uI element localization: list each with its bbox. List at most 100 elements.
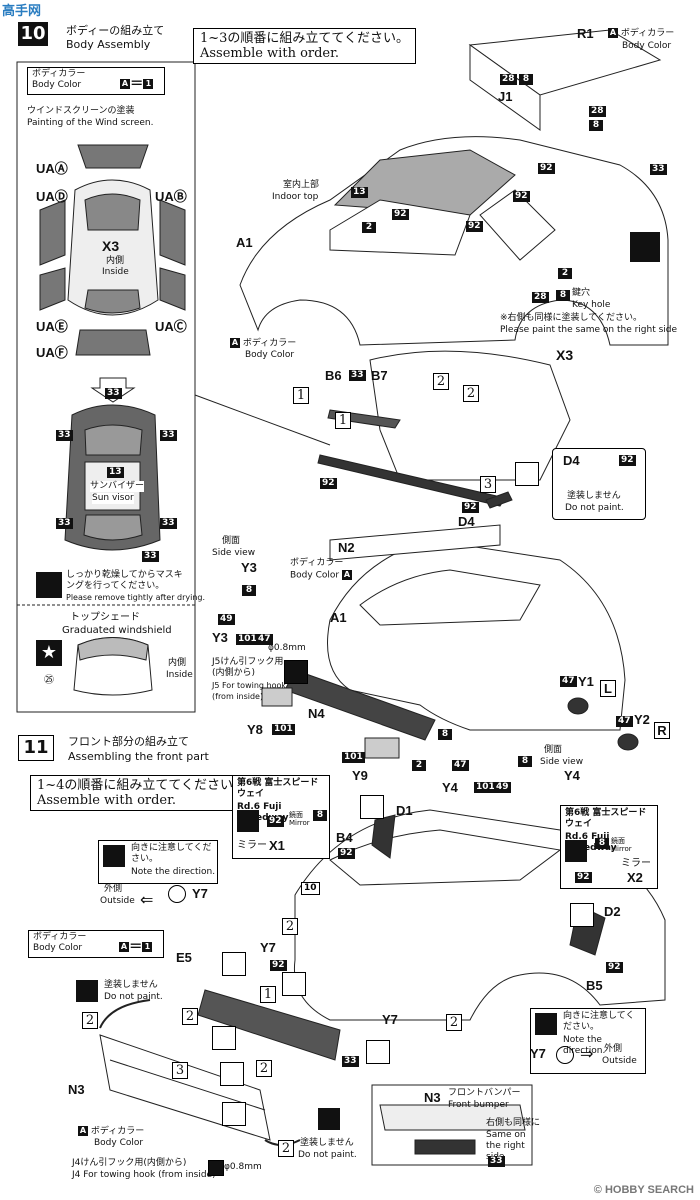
- d4-label: D4: [458, 514, 475, 529]
- n3-color-en: Body Color: [94, 1138, 144, 1148]
- glue-icon-g: [366, 1040, 390, 1064]
- part-92-x1: 92: [267, 816, 284, 827]
- part-8-n4: 8: [438, 729, 452, 740]
- direction-callout-1: 向きに注意してください。 Note the direction.: [98, 840, 218, 884]
- direction-2-jp: 向きに注意してください。: [563, 1011, 635, 1032]
- e5-label: E5: [176, 950, 192, 965]
- key-hole-jp: 鍵穴: [572, 288, 591, 298]
- y4-label: Y4: [442, 780, 458, 795]
- sunvisor-jp: サンバイザー: [90, 481, 145, 492]
- part-92-b4: 92: [338, 848, 355, 859]
- part-28-a: 28: [500, 74, 517, 85]
- brush-icon-c: [535, 1013, 557, 1035]
- a1-color-jp: A ボディカラー: [230, 338, 297, 349]
- b4-label: B4: [336, 830, 353, 845]
- part-10: 10: [301, 882, 320, 895]
- a1-label: A1: [236, 235, 253, 250]
- step10-title-en: Body Assembly: [66, 38, 151, 51]
- towing-j5-jp: J5けん引フック用(内側から): [212, 657, 284, 678]
- step-1-a: 1: [293, 387, 309, 404]
- do-not-paint-jp: 塗装しません: [567, 491, 621, 501]
- part-8-c: 8: [556, 290, 570, 301]
- part-33-top: 33: [105, 388, 122, 399]
- j1-label: J1: [498, 89, 513, 104]
- part-92-a: 92: [538, 163, 555, 174]
- part-92-d: 92: [466, 221, 483, 232]
- part-8-y4: 8: [518, 756, 532, 767]
- part-2-y9: 2: [412, 760, 426, 771]
- order-en: Assemble with order.: [200, 46, 340, 61]
- direction-jp: 向きに注意してください。: [131, 843, 212, 864]
- y7-label-c: Y7: [382, 1012, 398, 1027]
- ua-a-label: UAⒶ: [36, 161, 68, 176]
- body-color-box-11: ボディカラー Body Color A=1: [28, 930, 164, 958]
- step10-order-note: 1~3の順番に組み立ててください。 Assemble with order.: [193, 28, 417, 64]
- x3-label: X3: [556, 347, 574, 363]
- target-icon-right: [565, 840, 587, 862]
- ua-d-label: UAⒹ: [36, 189, 68, 204]
- step11-3: 3: [172, 1062, 188, 1079]
- direction-callout-2: 向きに注意してください。 Note the direction.: [530, 1008, 646, 1074]
- a1-rear-label: A1: [330, 610, 347, 625]
- part-47-y3: 47: [256, 634, 273, 645]
- part-92-x2: 92: [575, 872, 592, 883]
- y7-circle-icon-b: [556, 1046, 574, 1064]
- part-8-y3: 8: [242, 585, 256, 596]
- dry-warning-icon: [36, 572, 62, 598]
- step11-4-c: 2: [446, 1014, 462, 1031]
- do-not-paint-11b-jp: 塗装しません: [300, 1138, 354, 1148]
- part-92-wiper: 92: [320, 478, 337, 489]
- outside-en-b: Outside: [602, 1056, 637, 1066]
- inside-jp: 内側: [106, 256, 125, 266]
- ua-b-label: UAⒷ: [155, 189, 187, 204]
- part-8-x2: 8: [595, 838, 609, 849]
- body-color-11-jp: ボディカラー: [33, 932, 87, 942]
- mirror-right-jp: 鏡面: [611, 837, 625, 845]
- part-92-b: 92: [392, 209, 409, 220]
- indoor-top-jp: 室内上部: [283, 180, 320, 190]
- step10-number: 10: [18, 22, 48, 46]
- do-not-paint-en: Do not paint.: [565, 503, 624, 513]
- d1-label: D1: [396, 803, 413, 818]
- part-47-y1: 47: [560, 676, 577, 687]
- n2-color-en: Body Color A: [290, 570, 352, 581]
- step11-order-note: 1~4の順番に組み立ててください。 Assemble with order.: [30, 775, 254, 811]
- side-view-y4-jp: 側面: [544, 745, 563, 755]
- part-49-y4: 49: [494, 782, 511, 793]
- d4-callout-label: D4: [563, 453, 580, 468]
- part-33-b6: 33: [349, 370, 366, 381]
- diameter-j5: φ0.8mm: [268, 643, 306, 653]
- glue-icon-h: [220, 1062, 244, 1086]
- part-33-left: 33: [56, 430, 73, 441]
- mirror-right-en: Mirror: [611, 845, 632, 853]
- windscreen-title-jp: ウインドスクリーンの塗装: [27, 106, 135, 116]
- brand-decal-icon: [630, 232, 660, 262]
- part-28-c: 28: [532, 292, 549, 303]
- windscreen-title-en: Painting of the Wind screen.: [27, 118, 154, 128]
- glue-icon-d2: [570, 903, 594, 927]
- part-92-e5: 92: [270, 960, 287, 971]
- race-right-jp: 第6戦 富士スピードウェイ: [565, 808, 647, 829]
- brush-icon-b: [76, 980, 98, 1002]
- step-3: 3: [480, 476, 496, 493]
- body-color-11-en: Body Color: [33, 943, 83, 953]
- part-92-callout: 92: [619, 455, 636, 466]
- n3-inset-label: N3: [424, 1090, 441, 1105]
- part-28-b: 28: [589, 106, 606, 117]
- y7-label-d: Y7: [530, 1046, 546, 1061]
- y8-label: Y8: [247, 722, 263, 737]
- body-color-jp: ボディカラー: [32, 69, 86, 79]
- do-not-paint-11-en: Do not paint.: [104, 992, 163, 1002]
- mirror-x1-jp: ミラー: [237, 840, 267, 851]
- part-33-bottom: 33: [142, 551, 159, 562]
- right-side-jp: ※右側も同様に塗装してください。: [500, 313, 643, 323]
- a1-color-en: Body Color: [245, 350, 295, 360]
- target-icon-left: [237, 810, 259, 832]
- watermark-logo: 高手网: [2, 3, 42, 18]
- y7-label-b: Y7: [260, 940, 276, 955]
- r1-label: R1: [577, 26, 594, 41]
- y3-side-label: Y3: [241, 560, 257, 575]
- race-right-en: Rd.6 Fuji Speedway: [565, 832, 617, 853]
- glue-icon-i: [222, 1102, 246, 1126]
- step11-2-b: 2: [278, 1140, 294, 1157]
